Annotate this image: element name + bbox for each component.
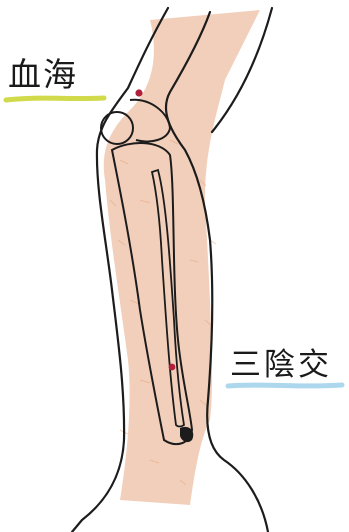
xuehai-label: 血海 — [8, 58, 78, 91]
xuehai-point-marker — [135, 89, 142, 96]
sanyinjiao-label-underline — [228, 385, 342, 386]
sanyinjiao-label: 三陰交 — [230, 350, 332, 381]
xuehai-label-underline — [6, 98, 104, 100]
sanyinjiao-point-marker — [169, 364, 176, 371]
